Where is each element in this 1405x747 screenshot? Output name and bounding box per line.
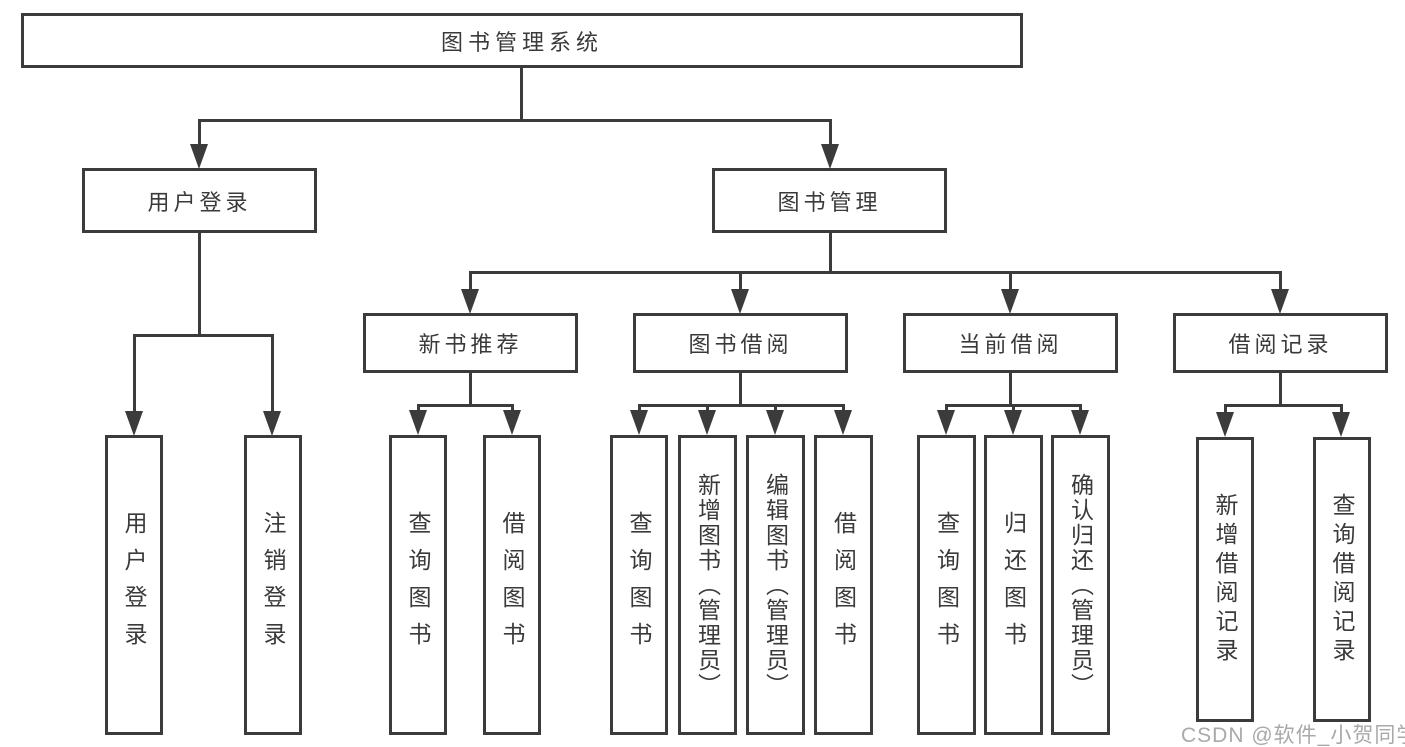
arrowhead-icon bbox=[190, 144, 208, 169]
arrowhead-icon bbox=[125, 411, 143, 436]
connector-line bbox=[829, 233, 832, 273]
connector-line bbox=[1079, 404, 1082, 412]
connector-line bbox=[511, 404, 514, 412]
leaf-user-login: 用户登录 bbox=[105, 435, 163, 735]
arrowhead-icon bbox=[834, 410, 852, 435]
node-root-label: 图书管理系统 bbox=[440, 29, 603, 55]
node-book-borrow: 图书借阅 bbox=[633, 313, 848, 373]
leaf-user-login-label: 用户登录 bbox=[121, 511, 147, 659]
arrowhead-icon bbox=[503, 410, 521, 435]
arrowhead-icon bbox=[766, 410, 784, 435]
arrowhead-icon bbox=[698, 410, 716, 435]
arrowhead-icon bbox=[937, 410, 955, 435]
leaf-query-book-3: 查询图书 bbox=[917, 435, 976, 735]
node-borrow-record: 借阅记录 bbox=[1173, 313, 1388, 373]
connector-line bbox=[1009, 373, 1012, 406]
connector-line bbox=[1224, 404, 1227, 414]
connector-line bbox=[417, 404, 514, 407]
connector-line bbox=[469, 271, 1281, 274]
leaf-borrow-book-1: 借阅图书 bbox=[483, 435, 541, 735]
connector-line bbox=[1340, 404, 1343, 414]
leaf-query-borrow-record: 查询借阅记录 bbox=[1313, 437, 1371, 722]
connector-line bbox=[133, 334, 136, 412]
node-current-borrow-label: 当前借阅 bbox=[958, 332, 1063, 357]
leaf-return-book: 归还图书 bbox=[984, 435, 1043, 735]
connector-line bbox=[469, 271, 472, 289]
connector-line bbox=[271, 334, 274, 412]
node-book-management: 图书管理 bbox=[712, 168, 947, 233]
arrowhead-icon bbox=[1332, 412, 1350, 437]
arrowhead-icon bbox=[1004, 410, 1022, 435]
connector-line bbox=[945, 404, 948, 412]
arrowhead-icon bbox=[409, 410, 427, 435]
connector-line bbox=[198, 119, 201, 147]
node-root: 图书管理系统 bbox=[21, 13, 1023, 68]
connector-line bbox=[520, 68, 523, 121]
connector-line bbox=[774, 404, 777, 412]
arrowhead-icon bbox=[1071, 410, 1089, 435]
connector-line bbox=[1009, 271, 1012, 289]
leaf-query-book-2-label: 查询图书 bbox=[626, 511, 652, 659]
node-new-book-recommend: 新书推荐 bbox=[363, 313, 578, 373]
connector-line bbox=[739, 271, 742, 289]
arrowhead-icon bbox=[630, 410, 648, 435]
arrowhead-icon bbox=[461, 289, 479, 314]
arrowhead-icon bbox=[1001, 289, 1019, 314]
connector-line bbox=[1224, 404, 1342, 407]
csdn-watermark: CSDN @软件_小贺同学 bbox=[1181, 724, 1405, 747]
node-user-login: 用户登录 bbox=[82, 168, 317, 233]
leaf-return-book-label: 归还图书 bbox=[1000, 511, 1027, 659]
node-book-borrow-label: 图书借阅 bbox=[688, 332, 793, 357]
connector-line bbox=[417, 404, 420, 412]
connector-line bbox=[638, 404, 641, 412]
leaf-borrow-book-2: 借阅图书 bbox=[814, 435, 873, 735]
arrowhead-icon bbox=[731, 289, 749, 314]
leaf-borrow-book-1-label: 借阅图书 bbox=[499, 511, 525, 659]
leaf-edit-book-admin: 编辑图书（管理员） bbox=[746, 435, 805, 735]
node-current-borrow: 当前借阅 bbox=[903, 313, 1118, 373]
connector-line bbox=[1279, 271, 1282, 289]
leaf-add-book-admin: 新增图书（管理员） bbox=[678, 435, 737, 735]
connector-line bbox=[469, 373, 472, 406]
arrowhead-icon bbox=[1216, 412, 1234, 437]
connector-line bbox=[1279, 373, 1282, 406]
node-new-book-recommend-label: 新书推荐 bbox=[418, 332, 523, 357]
node-user-login-label: 用户登录 bbox=[147, 189, 252, 215]
connector-line bbox=[133, 334, 274, 337]
connector-line bbox=[842, 404, 845, 412]
connector-line bbox=[198, 119, 832, 122]
connector-line bbox=[638, 404, 844, 407]
leaf-query-book-1-label: 查询图书 bbox=[405, 511, 431, 659]
leaf-logout-label: 注销登录 bbox=[260, 511, 286, 659]
connector-line bbox=[829, 119, 832, 147]
node-borrow-record-label: 借阅记录 bbox=[1228, 332, 1333, 357]
connector-line bbox=[739, 373, 742, 406]
leaf-confirm-return-admin-label: 确认归还（管理员） bbox=[1067, 472, 1094, 698]
leaf-query-book-3-label: 查询图书 bbox=[933, 511, 960, 659]
leaf-add-borrow-record-label: 新增借阅记录 bbox=[1212, 492, 1238, 667]
leaf-edit-book-admin-label: 编辑图书（管理员） bbox=[762, 472, 789, 698]
connector-line bbox=[1012, 404, 1015, 412]
leaf-query-book-2: 查询图书 bbox=[610, 435, 668, 735]
connector-line bbox=[198, 233, 201, 336]
leaf-query-book-1: 查询图书 bbox=[389, 435, 447, 735]
leaf-query-borrow-record-label: 查询借阅记录 bbox=[1329, 492, 1355, 667]
connector-line bbox=[706, 404, 709, 412]
leaf-add-borrow-record: 新增借阅记录 bbox=[1196, 437, 1254, 722]
node-book-management-label: 图书管理 bbox=[777, 189, 882, 215]
leaf-add-book-admin-label: 新增图书（管理员） bbox=[694, 472, 721, 698]
arrowhead-icon bbox=[1271, 289, 1289, 314]
arrowhead-icon bbox=[821, 144, 839, 169]
leaf-confirm-return-admin: 确认归还（管理员） bbox=[1051, 435, 1110, 735]
arrowhead-icon bbox=[263, 411, 281, 436]
leaf-logout: 注销登录 bbox=[244, 435, 302, 735]
leaf-borrow-book-2-label: 借阅图书 bbox=[830, 511, 857, 659]
